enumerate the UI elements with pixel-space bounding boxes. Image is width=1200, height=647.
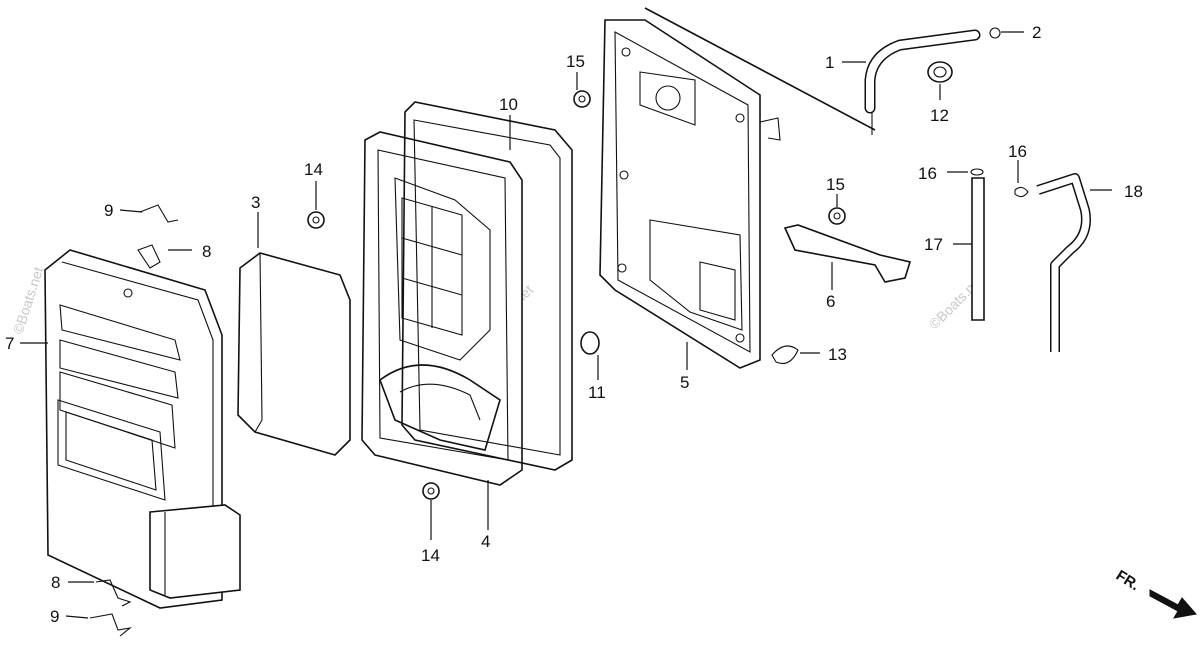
front-label: FR. (1113, 567, 1143, 594)
watermark-left: ©Boats.net (10, 265, 47, 336)
front-indicator: FR. (1113, 567, 1197, 619)
callout-15-lower: 15 (826, 175, 845, 194)
callout-10: 10 (499, 95, 518, 114)
callout-9-upper: 9 (104, 201, 113, 220)
callout-9-lower: 9 (50, 607, 59, 626)
part-4-filter-case (361, 131, 523, 486)
callout-18: 18 (1124, 182, 1143, 201)
part-15-nut-upper (573, 90, 591, 108)
callout-5: 5 (680, 373, 689, 392)
leader-lines (20, 31, 1112, 619)
part-14-nut-upper (307, 211, 325, 229)
callout-14-upper: 14 (304, 160, 323, 179)
part-16-clip-b (1014, 186, 1029, 198)
part-15-nut-lower (828, 207, 846, 225)
callout-2: 2 (1032, 23, 1041, 42)
callout-1: 1 (825, 53, 834, 72)
part-16-clip-a (970, 168, 984, 176)
part-8-clip-lower (95, 579, 132, 607)
part-13-clip (771, 345, 799, 365)
part-10-gasket (401, 101, 573, 471)
part-11-plug (580, 331, 600, 355)
part-3-filter-element (237, 252, 351, 456)
part-18-bent-tube (1036, 173, 1091, 352)
callout-7: 7 (5, 334, 14, 353)
part-5-base (599, 7, 876, 369)
part-1-breather-tube (864, 29, 981, 135)
part-9-clip-upper (139, 204, 179, 223)
part-8-clip-upper (137, 244, 161, 269)
part-2-clip (989, 27, 1001, 39)
callout-15-upper: 15 (566, 52, 585, 71)
part-9-clip-lower (89, 613, 132, 637)
callout-11: 11 (588, 383, 606, 402)
part-6-bracket (783, 224, 912, 283)
callout-13: 13 (828, 345, 847, 364)
part-17-tube (971, 177, 985, 321)
callout-14-lower: 14 (421, 546, 440, 565)
callouts: 1 2 3 4 5 6 7 8 8 9 9 10 11 12 13 14 14 … (5, 23, 1143, 626)
callout-4: 4 (481, 532, 490, 551)
callout-12: 12 (930, 106, 949, 125)
part-7-air-cleaner-cover (44, 249, 241, 609)
callout-8-lower: 8 (51, 573, 60, 592)
callout-8-upper: 8 (202, 242, 211, 261)
part-12-grommet (927, 61, 953, 83)
callout-3: 3 (251, 193, 260, 212)
part-14-nut-lower (422, 482, 440, 500)
callout-17: 17 (924, 235, 943, 254)
callout-16-left: 16 (918, 164, 937, 183)
callout-16-right: 16 (1008, 142, 1027, 161)
front-arrow-icon (1149, 589, 1197, 619)
callout-6: 6 (826, 292, 835, 311)
